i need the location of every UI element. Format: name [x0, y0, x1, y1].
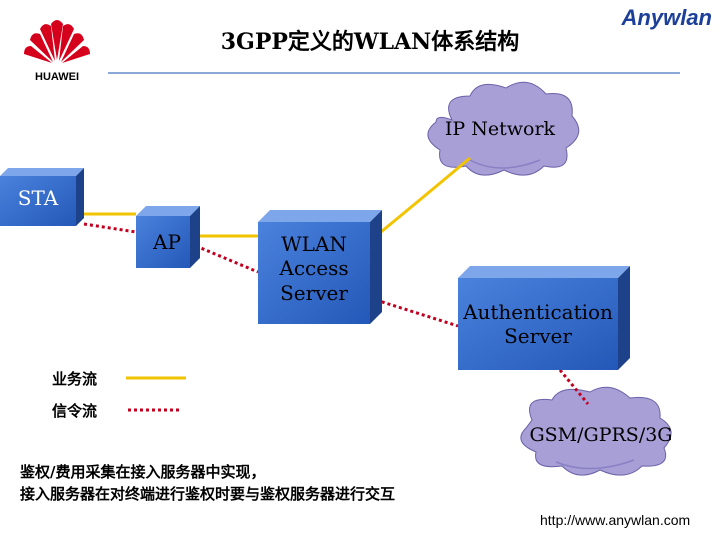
- huawei-logo: HUAWEI: [24, 20, 90, 83]
- wlan-server-line-2: Access: [279, 256, 349, 281]
- page-title: 3GPP定义的WLAN体系结构: [220, 29, 520, 55]
- sta-label: STA: [17, 186, 59, 210]
- anywlan-brand-logo: Anywlan: [621, 5, 712, 30]
- sta-box: [0, 168, 84, 226]
- wlan-access-server-label: WLAN Access Server: [258, 232, 370, 305]
- signal-link-ap-wlan: [195, 244, 259, 274]
- title-underline: [108, 72, 680, 74]
- ap-label: AP: [153, 230, 181, 254]
- note-text: 鉴权/费用采集在接入服务器中实现， 接入服务器在对终端进行鉴权时要与鉴权服务器进…: [20, 462, 395, 506]
- wlan-access-server-box: [258, 210, 382, 324]
- huawei-logo-text: HUAWEI: [35, 71, 79, 83]
- note-line-2: 接入服务器在对终端进行鉴权时要与鉴权服务器进行交互: [20, 484, 396, 503]
- authentication-server-label: Authentication Server: [458, 300, 618, 349]
- service-link-wlan-ip: [375, 156, 471, 238]
- wlan-server-line-1: WLAN: [281, 232, 347, 256]
- brand-text: Anywlan: [621, 5, 712, 30]
- legend-service-flow-label: 业务流: [52, 370, 98, 388]
- gsm-gprs-3g-label: GSM/GPRS/3G: [529, 424, 673, 446]
- signal-flow-lines: [83, 222, 590, 412]
- note-line-1: 鉴权/费用采集在接入服务器中实现，: [20, 463, 266, 481]
- legend-signal-flow-label: 信令流: [52, 402, 98, 420]
- authentication-server-box: [458, 266, 630, 370]
- auth-server-line-1: Authentication: [463, 300, 613, 324]
- signal-link-auth-gsm: [558, 369, 590, 405]
- ip-network-cloud: [427, 81, 580, 176]
- footer-url: http://www.anywlan.com: [540, 512, 691, 528]
- wlan-server-line-3: Server: [280, 280, 348, 305]
- signal-link-wlan-auth: [375, 298, 459, 328]
- ap-box: [136, 206, 200, 268]
- signal-link-sta-ap: [83, 222, 137, 234]
- auth-server-line-2: Server: [504, 324, 572, 349]
- service-flow-lines: [84, 156, 471, 380]
- ip-network-label: IP Network: [444, 118, 556, 140]
